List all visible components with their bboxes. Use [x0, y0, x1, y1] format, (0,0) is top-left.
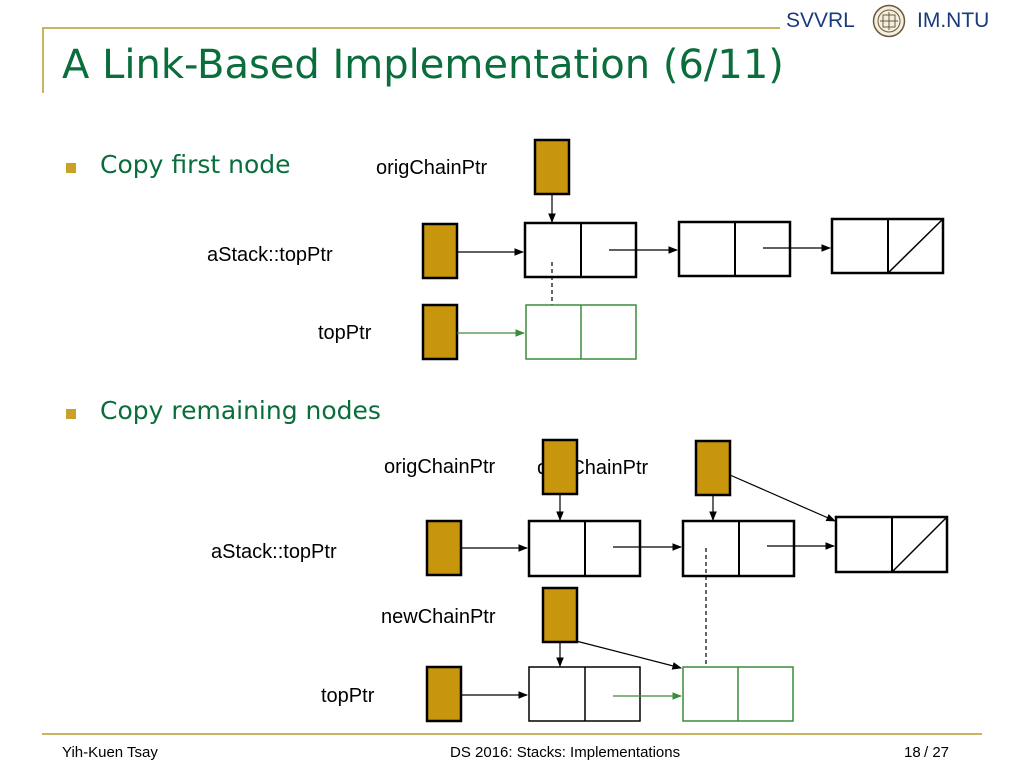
- pointer-orig-chain-ptr-2b: [694, 439, 732, 497]
- node-orig-1: [523, 221, 638, 279]
- pointer-orig-chain-ptr-1: [533, 138, 571, 196]
- pointer-orig-chain-ptr-2a: [541, 438, 579, 496]
- label-top-ptr-2: topPtr: [321, 685, 375, 707]
- brand-svvrl: SVVRL: [786, 9, 855, 32]
- node-orig-2-1: [527, 519, 642, 578]
- footer-course: DS 2016: Stacks: Implementations: [450, 744, 681, 761]
- node-new-2-1: [528, 666, 641, 722]
- label-astack-top-ptr-2: aStack::topPtr: [211, 541, 337, 563]
- label-new-chain-ptr: newChainPtr: [381, 606, 496, 628]
- brand-imntu: IM.NTU: [917, 9, 990, 32]
- pointer-top-ptr-2: [425, 665, 463, 723]
- ntu-seal-icon: [872, 4, 906, 38]
- arrow-newchain-to-new-node2: [575, 640, 682, 670]
- node-orig-2-3-null: [834, 515, 949, 574]
- node-orig-2-2: [681, 519, 796, 578]
- bullet-copy-first-node: Copy first node: [100, 150, 291, 179]
- footer-author: Yih-Kuen Tsay: [62, 744, 158, 761]
- label-astack-top-ptr-1: aStack::topPtr: [207, 244, 333, 266]
- bullet-marker-2: [66, 409, 76, 419]
- pointer-new-chain-ptr: [541, 586, 579, 644]
- label-orig-chain-ptr-2a: origChainPtr: [384, 456, 496, 478]
- label-top-ptr-1: topPtr: [318, 322, 372, 344]
- pointer-top-ptr-1: [421, 303, 459, 361]
- slide-title: A Link-Based Implementation (6/11): [62, 42, 784, 88]
- bullet-copy-remaining-nodes: Copy remaining nodes: [100, 396, 381, 425]
- node-orig-2: [677, 220, 792, 278]
- node-new-2-2: [682, 666, 794, 722]
- footer-page-total: / 27: [924, 744, 950, 761]
- node-new-1: [525, 304, 637, 360]
- title-frame-left: [42, 27, 44, 93]
- title-frame-top: [42, 27, 780, 29]
- bullet-marker-1: [66, 163, 76, 173]
- footer-page-number: 18: [904, 744, 921, 761]
- node-orig-3-null: [830, 217, 945, 275]
- arrow-orig2b-to-node3: [729, 474, 836, 522]
- label-orig-chain-ptr-1: origChainPtr: [376, 157, 488, 179]
- pointer-astack-top-ptr-1: [421, 222, 459, 280]
- footer-rule: [42, 733, 982, 735]
- pointer-astack-top-ptr-2: [425, 519, 463, 577]
